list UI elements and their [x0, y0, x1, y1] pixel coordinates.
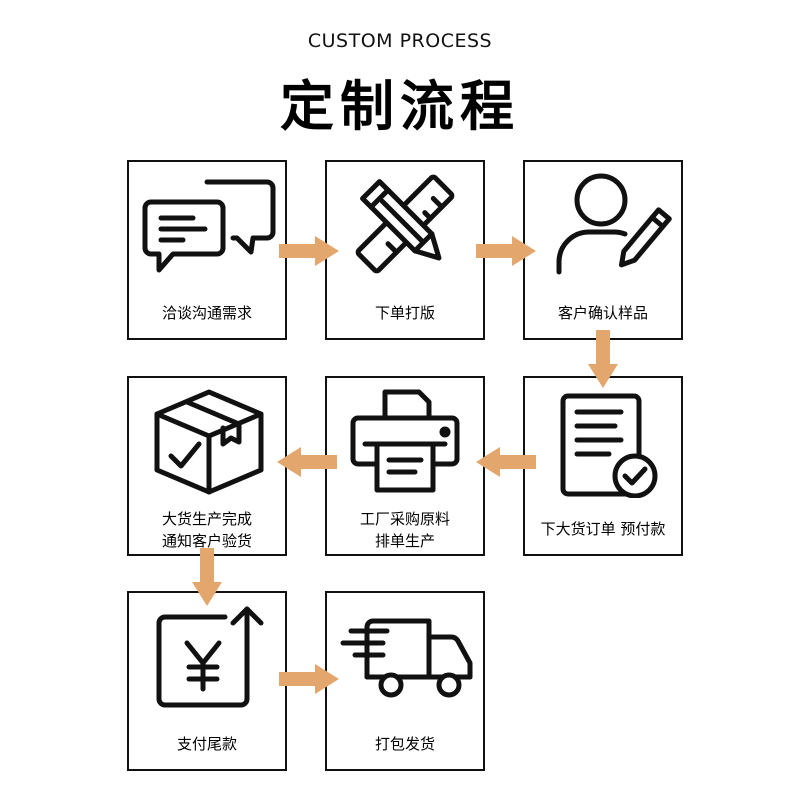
step-confirm-sample: 客户确认样品: [523, 160, 683, 340]
arrow-left-icon: [277, 447, 337, 477]
arrow-right-icon: [279, 664, 339, 694]
step-label-line2: 通知客户验货: [161, 532, 252, 550]
step-label-line2: 排单生产: [374, 532, 435, 550]
printer-icon: [327, 378, 483, 498]
arrow-right-icon: [279, 236, 339, 266]
step-label: 支付尾款: [176, 735, 237, 753]
step-purchase-materials: 工厂采购原料 排单生产: [325, 376, 485, 556]
step-bulk-order: 下大货订单 预付款: [523, 376, 683, 556]
step-label: 打包发货: [374, 735, 435, 753]
step-label: 下单打版: [374, 304, 435, 322]
arrow-down-icon: [192, 548, 222, 606]
step-label: 大货生产完成: [161, 510, 252, 528]
delivery-truck-icon: [327, 593, 483, 713]
step-order-sample: 下单打版: [325, 160, 485, 340]
step-label: 洽谈沟通需求: [161, 304, 252, 322]
box-check-icon: [129, 378, 285, 498]
pencil-ruler-icon: [327, 162, 483, 282]
arrow-down-icon: [588, 330, 618, 388]
step-label: 下大货订单 预付款: [540, 520, 666, 538]
arrow-right-icon: [476, 236, 536, 266]
user-edit-icon: [525, 162, 681, 282]
step-ship: 打包发货: [325, 591, 485, 771]
process-subtitle: CUSTOM PROCESS: [307, 30, 493, 52]
step-negotiate: 洽谈沟通需求: [127, 160, 287, 340]
arrow-left-icon: [476, 447, 536, 477]
chat-bubbles-icon: [129, 162, 285, 282]
step-label: 工厂采购原料: [359, 510, 450, 528]
process-title: 定制流程: [280, 75, 520, 138]
step-final-payment: 支付尾款: [127, 591, 287, 771]
yuan-payment-icon: [129, 593, 285, 713]
step-production-done: 大货生产完成 通知客户验货: [127, 376, 287, 556]
step-label: 客户确认样品: [557, 304, 648, 322]
document-check-icon: [525, 378, 681, 498]
